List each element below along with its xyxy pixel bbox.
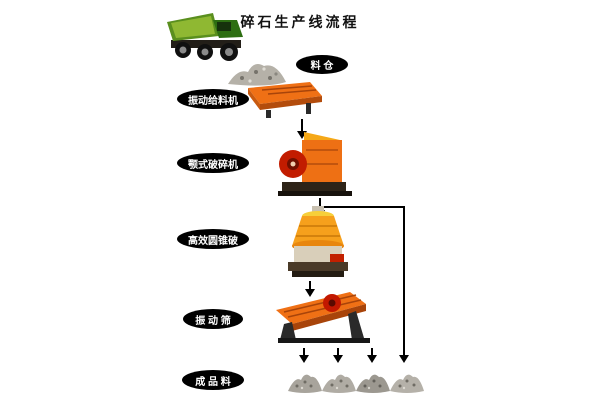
- product-pile-3-icon: [356, 374, 390, 393]
- label-finished-product: 成 品 料: [182, 370, 244, 390]
- product-pile-1-icon: [288, 374, 322, 393]
- label-finished-product-text: 成 品 料: [195, 376, 231, 388]
- label-vibrating-feeder: 振动给料机: [177, 89, 249, 109]
- label-silo: 料 仓: [296, 55, 348, 74]
- label-jaw-crusher: 颚式破碎机: [177, 153, 249, 173]
- label-cone-crusher-text: 高效圆锥破: [188, 235, 238, 247]
- label-vibrating-screen-text: 振 动 筛: [195, 315, 231, 327]
- label-vibrating-feeder-text: 振动给料机: [188, 95, 238, 107]
- product-pile-4-icon: [390, 374, 424, 393]
- arrow-cone-to-screen: [305, 281, 315, 297]
- cone-crusher-icon: [288, 206, 348, 277]
- raw-material-pile-icon: [228, 64, 286, 86]
- dump-truck-icon: [167, 13, 243, 61]
- vibrating-screen-icon: [276, 292, 370, 343]
- recycle-line: [322, 206, 409, 363]
- arrow-screen-to-pile-1: [299, 348, 309, 363]
- vibrating-feeder-icon: [248, 82, 322, 118]
- label-cone-crusher: 高效圆锥破: [177, 229, 249, 249]
- arrow-screen-to-pile-3: [367, 348, 377, 363]
- label-jaw-crusher-text: 颚式破碎机: [188, 159, 238, 171]
- label-vibrating-screen: 振 动 筛: [183, 309, 243, 329]
- arrow-screen-to-pile-2: [333, 348, 343, 363]
- label-silo-text: 料 仓: [310, 61, 334, 72]
- jaw-crusher-icon: [278, 132, 352, 196]
- diagram-title: 碎石生产线流程: [240, 14, 360, 30]
- product-pile-2-icon: [322, 374, 356, 393]
